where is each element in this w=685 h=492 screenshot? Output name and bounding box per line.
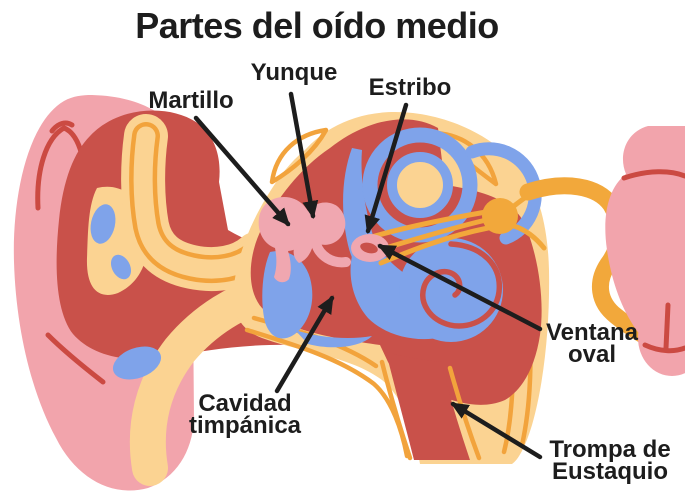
arrow-yunque [288,91,319,219]
label-martillo: Martillo [148,87,234,114]
arrow-ventana-oval [377,243,543,332]
eustachian-tube-shape [386,352,470,460]
label-trompa-eustaquio: Trompa de Eustaquio [549,436,671,485]
label-cavidad-timpanica: Cavidad timpánica [188,390,302,439]
pointer-arrows [193,91,543,460]
auditory-nerve-tube [519,177,685,363]
vessel-blobs-upper [90,204,132,280]
cochlea-spiral [420,241,502,329]
arrow-trompa-eustaquio [450,401,543,460]
nerve-ganglion [482,198,518,234]
arrow-cavidad-timpanica [274,295,335,394]
label-yunque: Yunque [250,59,338,86]
malleus-shape [258,197,312,283]
oval-window-spot [360,242,378,254]
eardrum-band [121,114,278,291]
arrow-estribo [364,102,409,234]
arrow-martillo [193,115,291,227]
cochlea-shape [399,238,503,342]
label-estribo: Estribo [368,74,452,101]
vessel-blob-lower [112,346,162,380]
label-ventana-oval: Ventana oval [545,319,639,368]
ossicle-link [311,239,351,268]
vessel-blobs-cavity [262,251,372,348]
page-title: Partes del oído medio [135,5,499,46]
brain-shape [605,126,685,376]
